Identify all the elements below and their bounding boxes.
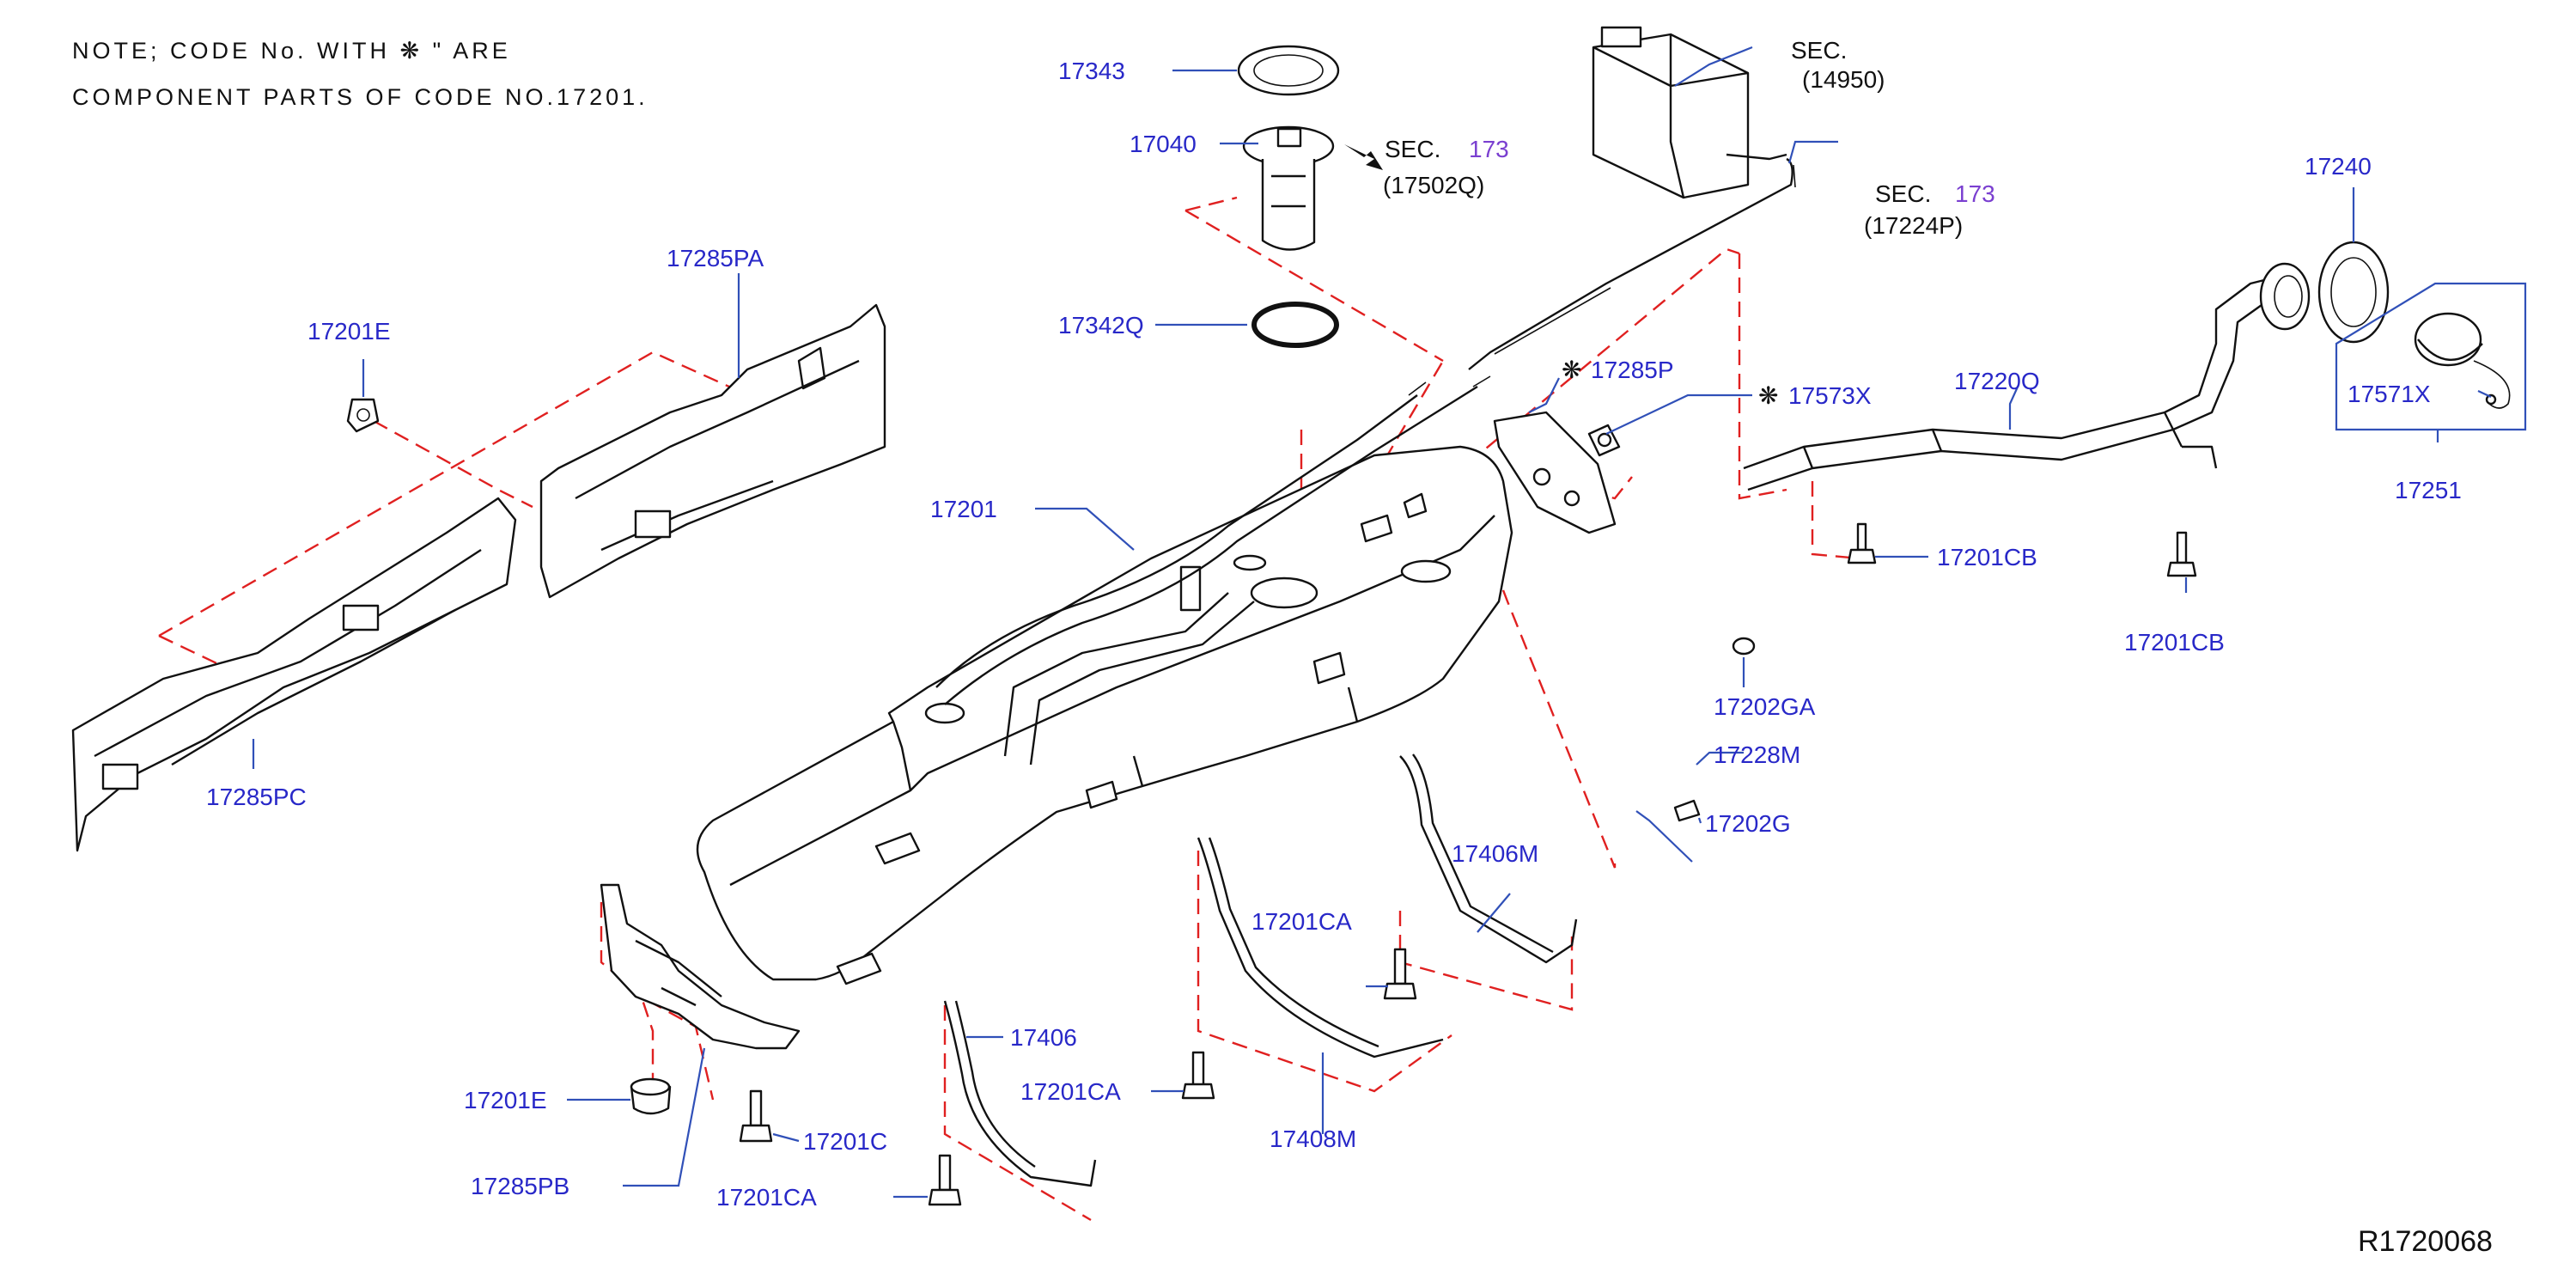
filler-cap-17251 — [2414, 312, 2511, 409]
label-17251: 17251 — [2395, 477, 2462, 503]
hose-clamp-17202G — [1673, 799, 1701, 822]
protector-17285P — [1493, 411, 1617, 534]
note-line-2: COMPONENT PARTS OF CODE NO.17201. — [72, 84, 649, 110]
label-17285PC: 17285PC — [206, 784, 307, 810]
label-17240: 17240 — [2305, 153, 2372, 180]
heat-shield-17285PC — [71, 497, 517, 852]
cap-assembly-box — [2335, 282, 2527, 431]
strap-17408M — [1197, 837, 1444, 1058]
label-17571X: 17571X — [2348, 381, 2431, 407]
label-17285PB: 17285PB — [471, 1173, 569, 1199]
label-17201C: 17201C — [803, 1128, 887, 1155]
label-17201CA-c: 17201CA — [716, 1184, 817, 1211]
filler-tube-17220Q — [1743, 262, 2311, 491]
sec-pump-code: (17502Q) — [1383, 172, 1484, 198]
bolt-17201CB-right — [2166, 531, 2197, 577]
label-17040: 17040 — [1130, 131, 1197, 157]
bolt-17201CA-c — [928, 1154, 962, 1206]
bolt-17201CA-a — [1383, 948, 1417, 1000]
evap-canister — [1592, 26, 1787, 199]
o-ring-17342Q — [1251, 302, 1339, 348]
sec-hose-number: 173 — [1955, 180, 1995, 207]
sec-pump-number: 173 — [1469, 136, 1509, 162]
label-17220Q: 17220Q — [1954, 368, 2040, 394]
reference-code: R1720068 — [2358, 1225, 2493, 1258]
retainer-ring-17343 — [1237, 45, 1340, 96]
label-17406M: 17406M — [1452, 840, 1538, 867]
component-marker-17285P: ❋ — [1562, 357, 1581, 383]
hose-17228M — [1673, 641, 1747, 803]
bolt-17201CB-left — [1847, 522, 1877, 564]
leader-lines — [252, 46, 2492, 1199]
label-17201: 17201 — [930, 496, 997, 522]
component-marker-17573X: ❋ — [1758, 382, 1778, 409]
label-17201CB-left: 17201CB — [1937, 544, 2037, 570]
note-line-1: NOTE; CODE No. WITH ❋ " ARE — [72, 38, 511, 64]
label-17201CA-b: 17201CA — [1020, 1078, 1121, 1105]
label-17202GA: 17202GA — [1714, 693, 1816, 720]
nut-17201E-top — [346, 398, 380, 433]
sec-canister-prefix: SEC. — [1791, 37, 1847, 64]
strap-17406 — [943, 1000, 1097, 1187]
label-17202G: 17202G — [1705, 810, 1791, 837]
nut-17201E-bottom — [630, 1077, 672, 1115]
sec-pump-prefix: SEC. — [1385, 136, 1440, 162]
vapor-hose — [1468, 157, 1793, 370]
heat-shield-17285PA — [539, 303, 886, 599]
label-17408M: 17408M — [1270, 1126, 1356, 1152]
hose-clamp-17202GA — [1732, 637, 1756, 656]
label-17285PA: 17285PA — [667, 245, 764, 271]
label-17343: 17343 — [1058, 58, 1125, 84]
label-17228M: 17228M — [1714, 741, 1800, 768]
sec-hose-code: (17224P) — [1864, 212, 1963, 239]
fuel-tank-17201 — [696, 375, 1513, 985]
fuel-pump-17040 — [1242, 125, 1383, 251]
sec-canister-code: (14950) — [1802, 66, 1885, 93]
bracket-17285PB — [600, 883, 801, 1050]
label-17201E-top: 17201E — [308, 318, 391, 345]
label-17285P: 17285P — [1591, 357, 1674, 383]
label-17201CA-a: 17201CA — [1251, 908, 1352, 935]
filler-seal-17240 — [2317, 241, 2390, 344]
clip-17573X — [1587, 424, 1621, 457]
bolt-17201CA-b — [1181, 1051, 1215, 1100]
label-17201E-bottom: 17201E — [464, 1087, 547, 1113]
sec-hose-prefix: SEC. — [1875, 180, 1931, 207]
label-17573X: 17573X — [1788, 382, 1872, 409]
bolt-17201C — [739, 1089, 773, 1143]
strap-17406M — [1399, 753, 1578, 964]
label-17342Q: 17342Q — [1058, 312, 1144, 339]
label-17406: 17406 — [1010, 1024, 1077, 1051]
label-17201CB-right: 17201CB — [2124, 629, 2225, 656]
